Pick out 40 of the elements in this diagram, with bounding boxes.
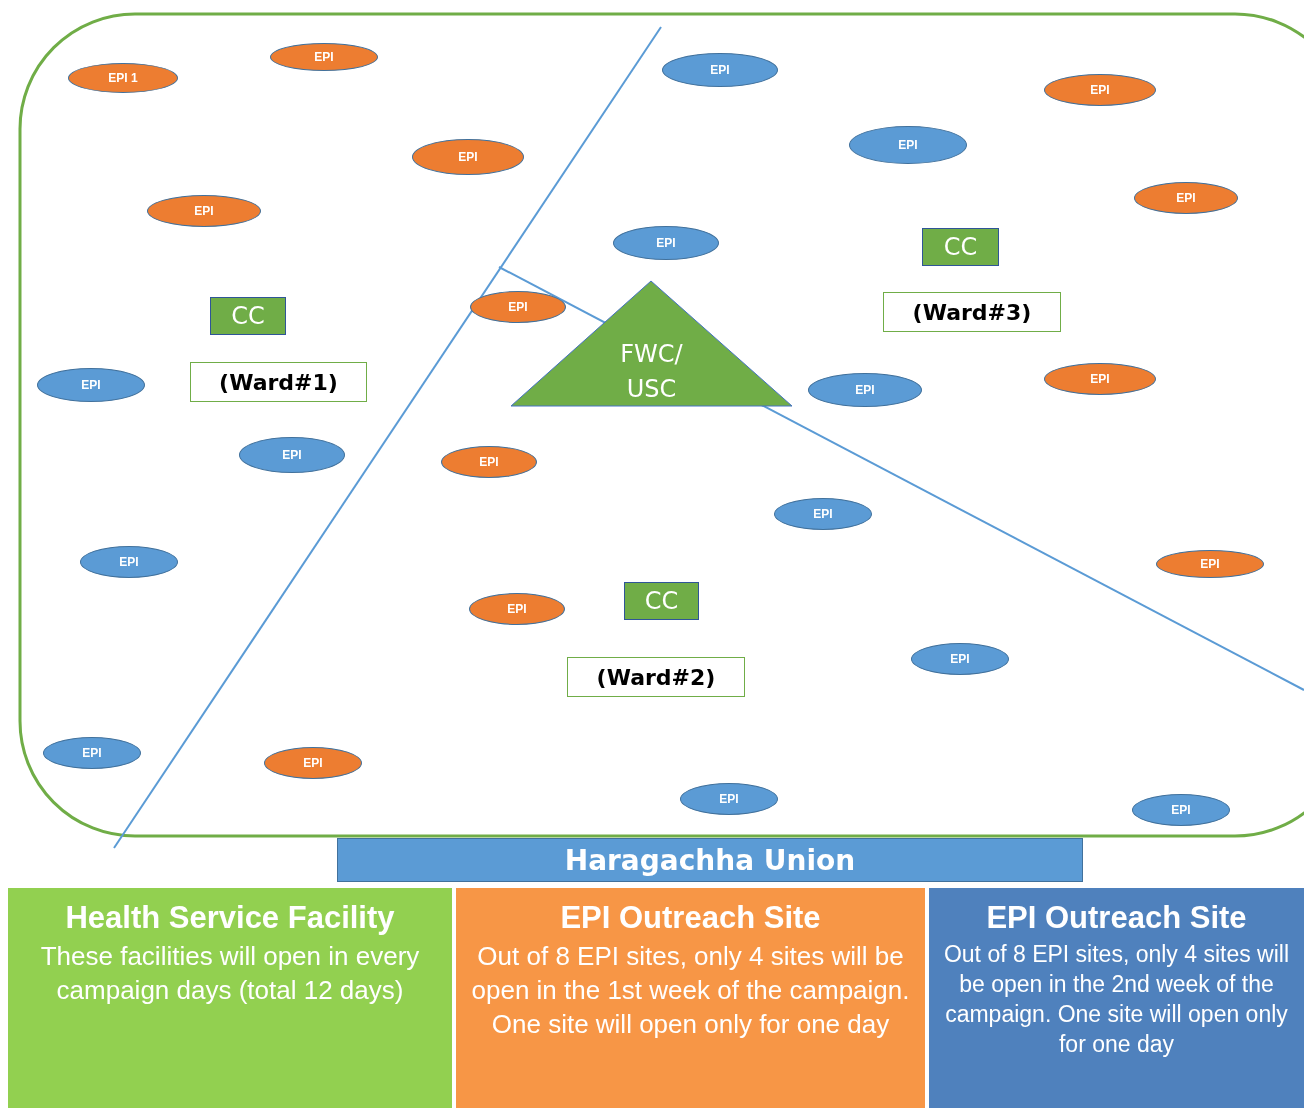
epi-site-marker: EPI [43,737,141,769]
epi-site-marker: EPI [849,126,967,164]
panel-heading: Health Service Facility [65,900,395,936]
epi-site-marker: EPI [412,139,524,175]
legend-panel [8,888,452,1108]
panel-text: Out of 8 EPI sites, only 4 sites will be open in the 1st week of the campaign. One site will open only for one day [470,940,911,1041]
panel-heading: EPI Outreach Site [986,900,1247,936]
legend-panel [456,888,925,1108]
epi-site-marker: EPI [808,373,922,407]
epi-site-marker: EPI [270,43,378,71]
epi-site-marker: EPI [37,368,145,402]
panel-heading: EPI Outreach Site [560,900,821,936]
epi-site-marker: EPI [1044,74,1156,106]
epi-site-marker: EPI [1044,363,1156,395]
epi-site-marker: EPI [613,226,719,260]
panel-text: These facilities will open in every campaign days (total 12 days) [39,940,421,1007]
legend-panel [929,888,1304,1108]
epi-site-marker: EPI [1134,182,1238,214]
epi-site-marker: EPI [264,747,362,779]
epi-site-marker: EPI [911,643,1009,675]
epi-site-marker: EPI [470,291,566,323]
ward-label: (Ward#2) [567,657,745,697]
epi-site-marker: EPI [774,498,872,530]
epi-site-marker: EPI [662,53,778,87]
epi-site-marker: EPI [469,593,565,625]
cc-marker: CC [210,297,286,335]
epi-site-marker: EPI [80,546,178,578]
epi-site-marker: EPI [147,195,261,227]
epi-site-marker: EPI [1132,794,1230,826]
cc-marker: CC [922,228,999,266]
ward-label: (Ward#3) [883,292,1061,332]
epi-site-marker: EPI [680,783,778,815]
union-name-banner: Haragachha Union [337,838,1083,882]
panel-text: Out of 8 EPI sites, only 4 sites will be open in the 2nd week of the campaign. One site will open only for one day [942,940,1291,1059]
epi-site-marker: EPI [441,446,537,478]
ward-label: (Ward#1) [190,362,367,402]
cc-marker: CC [624,582,699,620]
epi-site-marker: EPI 1 [68,63,178,93]
epi-site-marker: EPI [1156,550,1264,578]
epi-site-marker: EPI [239,437,345,473]
